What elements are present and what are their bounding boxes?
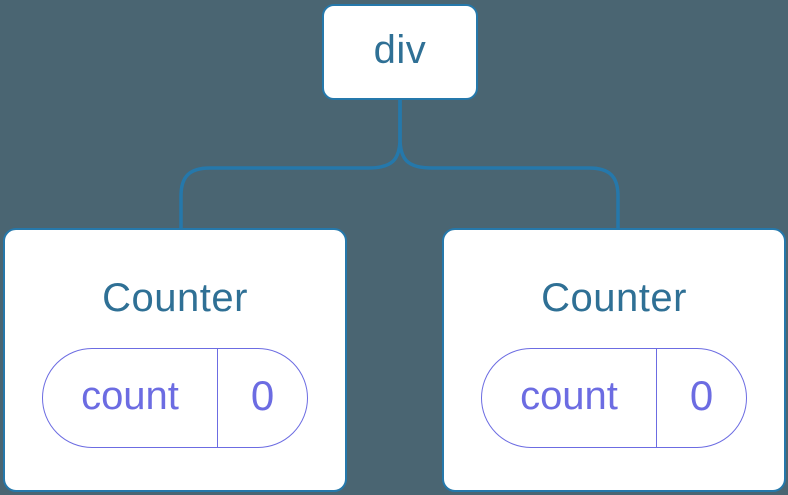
state-value-cell: 0 <box>656 349 746 447</box>
component-title: Counter <box>102 276 248 320</box>
state-key-cell: count <box>43 349 217 447</box>
state-key-cell: count <box>482 349 656 447</box>
state-key-label: count <box>520 373 618 418</box>
state-pill: count 0 <box>42 348 308 448</box>
state-value-cell: 0 <box>217 349 307 447</box>
state-pill: count 0 <box>481 348 747 448</box>
state-value-label: 0 <box>250 371 275 419</box>
state-value-label: 0 <box>689 371 714 419</box>
counter-node-right: Counter count 0 <box>442 228 786 492</box>
root-node-label: div <box>373 28 427 72</box>
connector-right-branch <box>398 100 620 229</box>
counter-node-left: Counter count 0 <box>3 228 347 492</box>
component-title: Counter <box>541 276 687 320</box>
root-node-div: div <box>322 4 478 100</box>
connector-left-branch <box>179 100 402 229</box>
state-key-label: count <box>81 373 179 418</box>
